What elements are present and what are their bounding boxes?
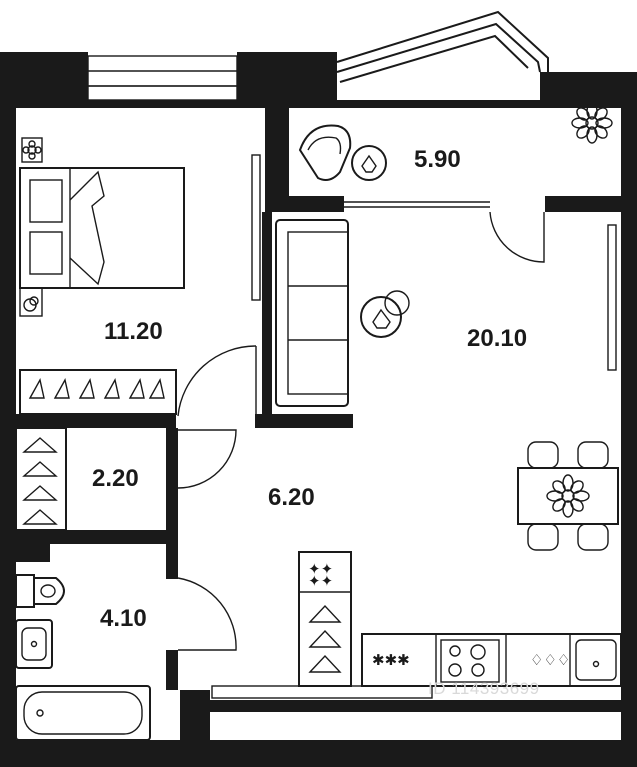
watermark: ID 114393699 <box>428 679 540 698</box>
hallway-wardrobe: ✦✦ ✦✦ <box>298 551 352 687</box>
closet-wardrobe <box>15 427 67 531</box>
svg-text:✦✦: ✦✦ <box>308 572 333 590</box>
bed-icon <box>19 167 185 289</box>
coffee-table-icon <box>360 290 410 338</box>
stove-icon <box>440 639 500 683</box>
sofa-icon <box>275 219 349 407</box>
toilet-icon <box>15 574 65 608</box>
sink-icon <box>15 619 53 669</box>
room-area-living: 20.10 <box>467 325 527 352</box>
sink-icon <box>575 639 617 681</box>
walls <box>0 52 637 767</box>
lamp-icon <box>19 287 43 317</box>
bathtub-icon <box>15 685 151 741</box>
svg-text:♢♢♢: ♢♢♢ <box>530 651 570 669</box>
wardrobe-bedroom <box>19 369 177 415</box>
windows <box>87 10 617 699</box>
plant-icon <box>21 137 43 163</box>
room-labels: 11.20 5.90 20.10 2.20 6.20 4.10 <box>92 146 527 632</box>
hanger-icon <box>308 604 342 673</box>
armchair-icon <box>298 124 352 181</box>
hanger-icon <box>22 437 58 525</box>
room-area-closet: 2.20 <box>92 465 139 492</box>
coffee-table-icon <box>351 145 387 181</box>
svg-text:✱✱✱: ✱✱✱ <box>372 651 410 669</box>
room-area-bedroom: 11.20 <box>104 318 163 345</box>
kitchen-counter: ✱✱✱ ♢♢♢ <box>361 633 622 687</box>
doors <box>177 211 545 651</box>
room-area-hallway: 6.20 <box>268 484 315 511</box>
dining-table-icon <box>517 441 619 551</box>
room-area-bathroom: 4.10 <box>100 605 147 632</box>
svg-text:✦✦: ✦✦ <box>308 560 333 578</box>
plant-icon <box>571 102 613 144</box>
room-area-balcony: 5.90 <box>414 146 461 173</box>
